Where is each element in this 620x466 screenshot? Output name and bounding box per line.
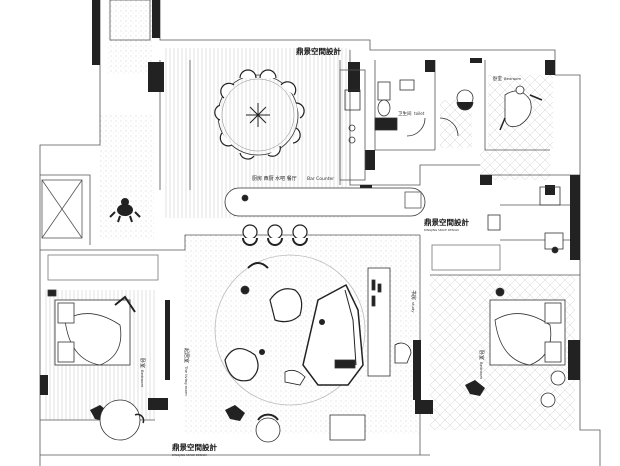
ne-bedroom-label-cn: 卧室 (493, 75, 502, 82)
bar-stools (242, 224, 308, 246)
study-label-cn: 书房 (410, 290, 417, 300)
study-desk (367, 267, 391, 377)
toilet-room (374, 79, 459, 137)
accent-chair (394, 342, 412, 364)
living-label-en: The living room (184, 365, 189, 396)
east-bedroom (431, 186, 566, 408)
bench (329, 414, 366, 441)
lounge-chair (269, 288, 303, 323)
kitchen-label-cn: 厨房 西厨 水吧 餐厅 (252, 175, 297, 182)
west-bedroom (47, 254, 159, 441)
living-label-cn: 起居室 (183, 348, 190, 363)
west-bedroom-label-cn: 卧室 (139, 358, 146, 368)
dining-chairs (214, 69, 305, 160)
dog-figure (109, 198, 141, 223)
kitchen-counter (339, 69, 366, 181)
ne-bedroom-label-en: Bedroom (504, 76, 521, 81)
labels: 鼎景空間設計 鼎景空間設計 DINGJING SPACE DESIGN 鼎景空間… (139, 46, 521, 457)
balcony-top-floor (108, 0, 153, 75)
east-bedroom-label-en: Bedroom (479, 362, 484, 379)
brand-bottom-sub: DINGJING SPACE DESIGN (172, 453, 207, 457)
toilet-label-en: toilet (414, 111, 425, 116)
west-bedroom-label-en: Bedroom (140, 370, 145, 387)
dining-area (214, 69, 426, 217)
brand-bottom: 鼎景空間設計 (172, 442, 217, 452)
toilet-label-cn: 卫生间 (398, 110, 412, 117)
east-bedroom-label-cn: 卧室 (478, 350, 485, 360)
ne-bedroom (456, 85, 543, 131)
table-center-icon (246, 103, 270, 127)
study-label-en: study (411, 302, 416, 313)
kitchen-label-en: Bar Counter (307, 176, 334, 182)
bar-counter (224, 187, 426, 217)
brand-mid: 鼎景空間設計 (424, 217, 469, 227)
living-room (214, 254, 412, 443)
round-chair (224, 348, 259, 382)
brand-top: 鼎景空間設計 (296, 46, 341, 56)
brand-mid-sub: DINGJING SPACE DESIGN (424, 228, 459, 232)
balcony-nw-floor (100, 115, 155, 240)
